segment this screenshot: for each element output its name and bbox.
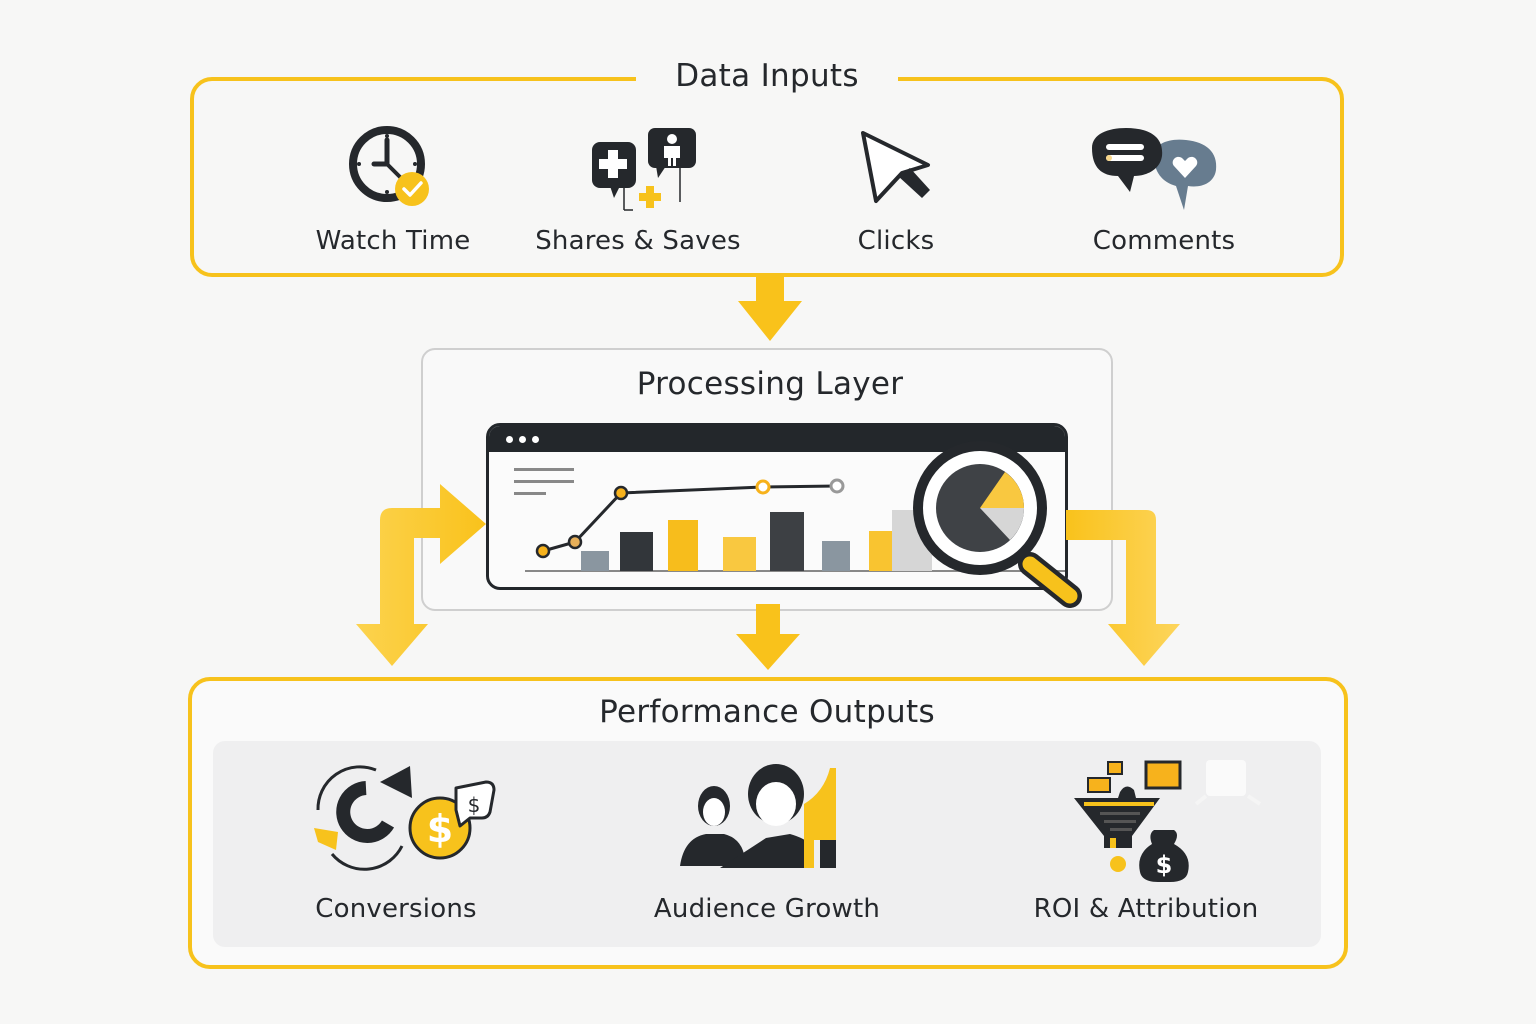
input-label-watch-time: Watch Time [315,226,471,256]
svg-text:$: $ [468,793,481,817]
data-inputs-title: Data Inputs [675,58,859,94]
window-dot [506,436,513,443]
output-label-roi-attribution: ROI & Attribution [1033,894,1259,924]
elbow-arrow-right-icon [1066,510,1180,666]
cycle-coin-icon: $ $ [314,765,496,871]
arrow-down-icon [736,604,800,670]
window-titlebar [489,426,1065,452]
clock-check-icon [349,126,429,206]
dashboard-chart-graphic [514,468,1065,572]
output-label-audience-growth: Audience Growth [653,894,881,924]
window-dot [532,436,539,443]
input-label-comments: Comments [1092,226,1236,256]
arrow-down-icon [738,277,802,341]
output-label-conversions: Conversions [315,894,477,924]
input-label-shares-saves: Shares & Saves [535,226,741,256]
chat-heart-icon [1092,128,1217,210]
title-mask [636,60,898,100]
cursor-icon [861,131,930,203]
elbow-arrow-left-icon [356,484,486,666]
magnifier-icon [913,441,1082,608]
window-dot [519,436,526,443]
svg-text:$: $ [1156,851,1173,879]
share-save-bubbles-icon [592,128,696,211]
svg-text:$: $ [427,807,453,851]
funnel-moneybag-icon: $ [1074,760,1262,882]
processing-layer-title: Processing Layer [636,366,904,402]
audience-growth-icon [680,764,836,868]
input-label-clicks: Clicks [857,226,935,256]
performance-outputs-title: Performance Outputs [599,694,935,730]
